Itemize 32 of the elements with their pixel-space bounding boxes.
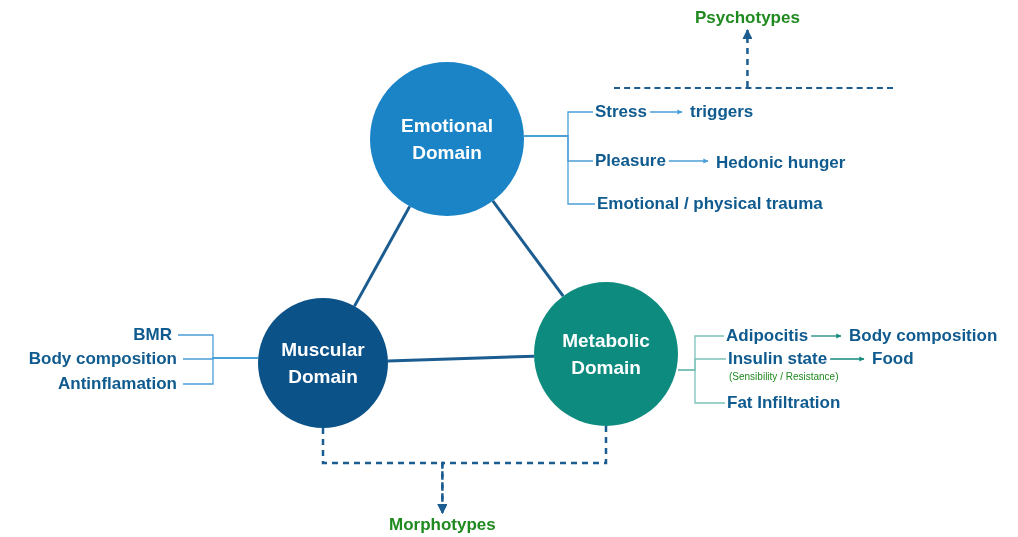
item-label: Adipocitis — [726, 326, 809, 346]
heading-label: Morphotypes — [389, 515, 496, 535]
item-label: Insulin state — [728, 349, 828, 369]
connector-line — [677, 369, 726, 404]
domain-circle: Muscular Domain — [258, 298, 388, 428]
heading-label: Psychotypes — [695, 8, 800, 28]
item-label: triggers — [690, 102, 754, 122]
item-label: Body composition — [849, 326, 998, 346]
arrow — [829, 356, 865, 362]
arrow — [437, 426, 608, 514]
connector-line — [491, 200, 565, 297]
connector-line — [182, 357, 259, 385]
connector-line — [523, 135, 596, 205]
arrow — [742, 29, 753, 87]
item-label: Fat Infiltration — [727, 393, 841, 413]
item-label: Antinflamation — [58, 374, 177, 394]
item-label: Emotional / physical trauma — [597, 194, 823, 214]
arrow — [668, 158, 709, 164]
note-text: (Sensibility / Resistance) — [729, 371, 839, 382]
item-label: Food — [872, 349, 914, 369]
arrow — [649, 109, 683, 115]
item-label: Pleasure — [595, 151, 666, 171]
item-label: Body composition — [28, 349, 177, 369]
dashed-bracket-line — [614, 87, 893, 89]
arrow — [810, 333, 842, 339]
item-label: Hedonic hunger — [716, 153, 846, 173]
item-label: Stress — [595, 102, 647, 122]
connector-line — [387, 354, 535, 363]
domain-circle: Emotional Domain — [370, 62, 524, 216]
item-label: BMR — [133, 325, 172, 345]
domain-circle: Metabolic Domain — [534, 282, 678, 426]
connector-line — [353, 205, 412, 307]
